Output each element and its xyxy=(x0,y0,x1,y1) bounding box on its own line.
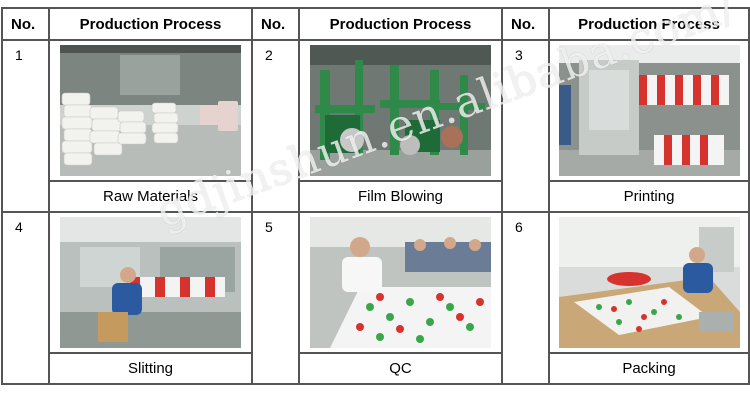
photo-printing xyxy=(558,45,740,176)
photo-raw-materials xyxy=(60,45,241,176)
header-no: No. xyxy=(1,7,50,41)
step-number: 6 xyxy=(501,211,550,385)
step-number: 5 xyxy=(251,211,300,385)
caption-row: Raw Materials Film Blowing Printing xyxy=(2,180,750,213)
header-no: No. xyxy=(501,7,550,41)
photo-packing xyxy=(558,217,740,348)
header-production-process: Production Process xyxy=(298,7,503,41)
step-caption: Raw Materials xyxy=(48,180,253,213)
photo-film-blowing xyxy=(310,45,491,176)
step-number: 1 xyxy=(1,39,50,213)
header-production-process: Production Process xyxy=(548,7,750,41)
photo-cell xyxy=(548,211,750,354)
step-number: 2 xyxy=(251,39,300,213)
photo-cell xyxy=(298,211,503,354)
caption-row: Slitting QC Packing xyxy=(2,352,750,385)
production-process-table: No. Production Process No. Production Pr… xyxy=(1,7,750,385)
photo-cell xyxy=(48,39,253,182)
step-number: 4 xyxy=(1,211,50,385)
header-production-process: Production Process xyxy=(48,7,253,41)
step-caption: Printing xyxy=(548,180,750,213)
table-row: 1 xyxy=(1,39,750,213)
photo-cell xyxy=(298,39,503,182)
header-no: No. xyxy=(251,7,300,41)
header-row: No. Production Process No. Production Pr… xyxy=(1,7,750,41)
photo-qc xyxy=(310,217,491,348)
photo-cell xyxy=(548,39,750,182)
step-number: 3 xyxy=(501,39,550,213)
table-row: 4 5 xyxy=(1,211,750,385)
step-caption: Packing xyxy=(548,352,750,385)
photo-slitting xyxy=(60,217,241,348)
photo-cell xyxy=(48,211,253,354)
step-caption: QC xyxy=(298,352,503,385)
step-caption: Slitting xyxy=(48,352,253,385)
step-caption: Film Blowing xyxy=(298,180,503,213)
